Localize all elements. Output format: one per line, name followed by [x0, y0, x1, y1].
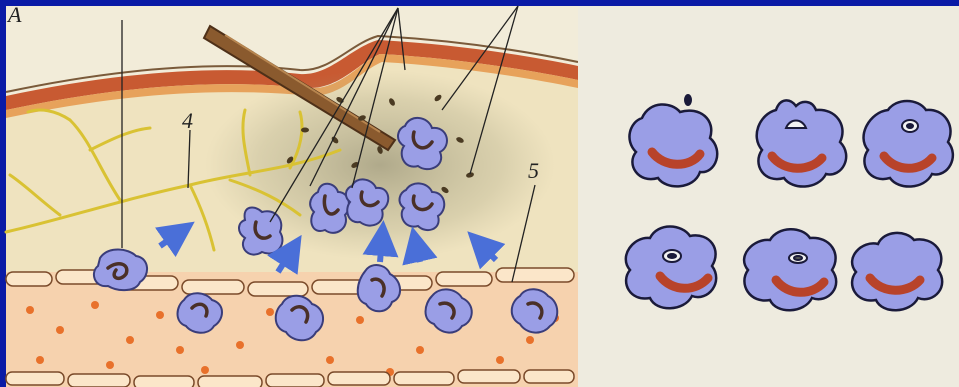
stage-2-cell — [757, 100, 846, 186]
stage-4-cell — [626, 227, 716, 309]
phagocytosis-stages-panel — [578, 6, 959, 387]
ghost-text-bleedthrough — [578, 6, 959, 387]
label-corner: А — [6, 2, 22, 27]
tissue-section-panel: А 4 5 — [6, 2, 578, 387]
label-nerve: 4 — [182, 108, 193, 133]
stage-6-cell — [852, 233, 942, 310]
stage-5-cell — [744, 229, 836, 310]
label-vessel: 5 — [528, 158, 539, 183]
stage-3-cell — [864, 101, 953, 187]
